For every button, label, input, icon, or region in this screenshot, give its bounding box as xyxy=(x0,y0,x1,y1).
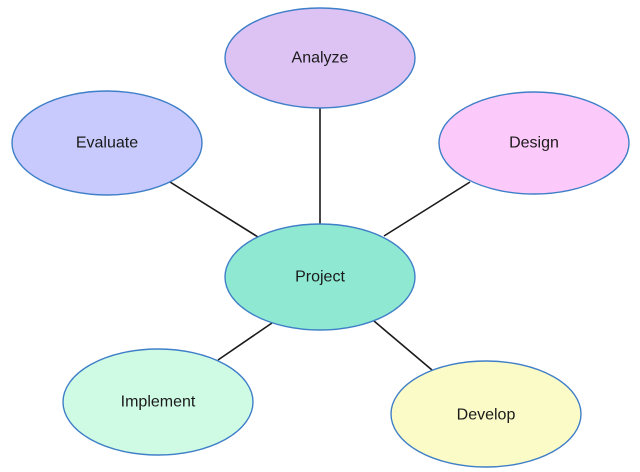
node-analyze: Analyze xyxy=(224,7,416,109)
node-analyze-label: Analyze xyxy=(292,50,349,67)
node-evaluate-label: Evaluate xyxy=(76,135,138,152)
node-evaluate: Evaluate xyxy=(11,90,203,196)
node-analyze-shape xyxy=(224,7,416,109)
node-develop-shape xyxy=(390,360,582,468)
node-implement-shape xyxy=(62,348,254,456)
node-project: Project xyxy=(224,223,416,331)
node-design: Design xyxy=(438,91,630,195)
connector-implement xyxy=(217,322,273,361)
node-evaluate-shape xyxy=(11,90,203,196)
node-design-label: Design xyxy=(509,135,559,152)
node-develop-label: Develop xyxy=(457,407,516,424)
connector-evaluate xyxy=(169,181,259,238)
node-design-shape xyxy=(438,91,630,195)
node-implement: Implement xyxy=(62,348,254,456)
node-project-label: Project xyxy=(295,269,345,286)
connector-develop xyxy=(373,320,433,371)
connector-design xyxy=(383,181,471,237)
node-develop: Develop xyxy=(390,360,582,468)
node-project-shape xyxy=(224,223,416,331)
connectors xyxy=(169,106,471,371)
node-implement-label: Implement xyxy=(121,394,196,411)
